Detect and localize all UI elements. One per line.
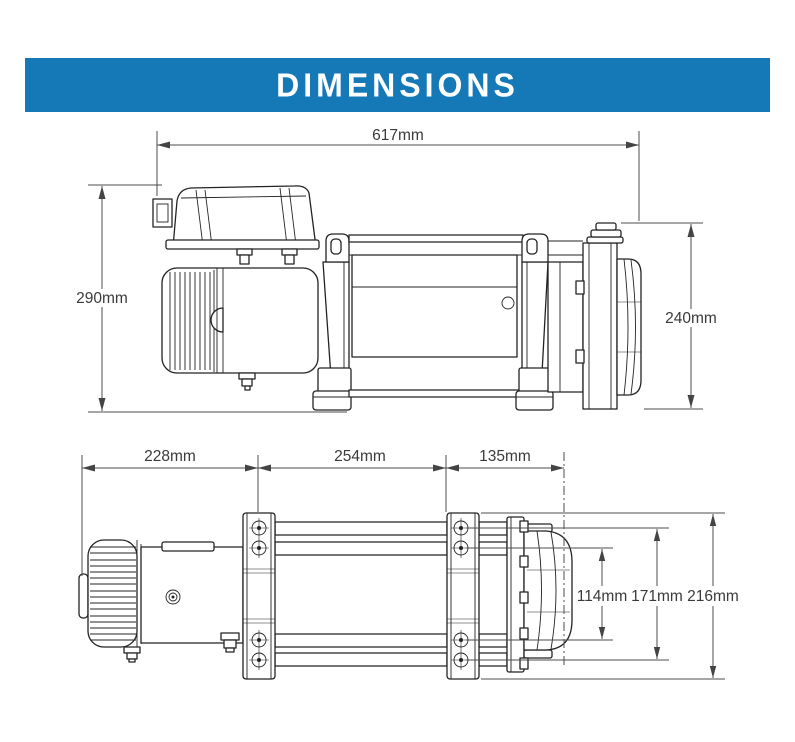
left-bracket-side (312, 233, 352, 411)
dim-label-216: 216mm (687, 588, 739, 605)
motor-side (161, 267, 319, 391)
motor-rear (78, 539, 244, 663)
winch-rear-view: 228mm 254mm 135mm 114mm 171mm (78, 448, 739, 680)
dim-label-290: 290mm (76, 290, 128, 307)
right-bracket-side (515, 233, 554, 411)
dimension-sections: 228mm 254mm 135mm (81, 448, 565, 668)
drum-side (348, 234, 524, 398)
winch-side-view: 617mm 290mm 240mm (76, 127, 717, 413)
dim-label-135: 135mm (479, 448, 531, 465)
dimension-overall-height: 290mm (76, 184, 347, 413)
dim-label-254: 254mm (334, 448, 386, 465)
clutch-housing-rear (506, 516, 573, 673)
dim-label-240: 240mm (665, 310, 717, 327)
control-box (152, 185, 320, 265)
clutch-knob (586, 222, 624, 244)
dimension-gear-end-height: 240mm (621, 222, 717, 410)
right-bracket-rear (446, 512, 480, 680)
dim-label-228: 228mm (144, 448, 196, 465)
gearbox-side (575, 222, 642, 410)
dimension-overall-length: 617mm (156, 127, 640, 221)
dim-label-171: 171mm (631, 588, 683, 605)
dimension-heights: 114mm 171mm 216mm (466, 512, 739, 680)
dimensions-banner: DIMENSIONS (25, 58, 770, 112)
dim-label-617: 617mm (372, 127, 424, 144)
tie-bars (274, 521, 508, 667)
dim-label-114: 114mm (577, 588, 628, 605)
left-bracket-rear (242, 512, 276, 680)
brake-section-side (547, 240, 584, 393)
page-title: DIMENSIONS (276, 65, 519, 104)
